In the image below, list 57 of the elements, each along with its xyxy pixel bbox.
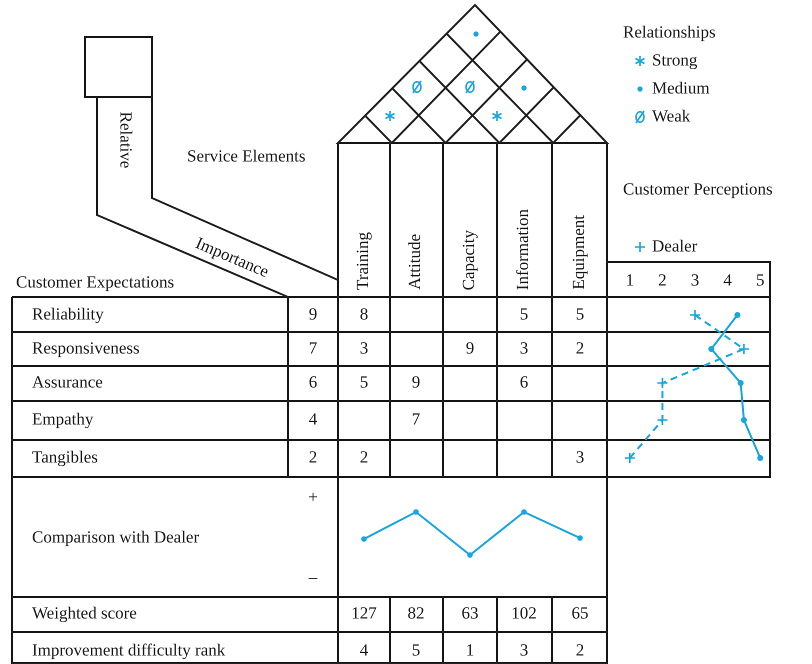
axis-tick-label: 1 bbox=[626, 272, 634, 290]
table-value: 2 bbox=[360, 448, 368, 468]
column-header: Information bbox=[514, 208, 533, 290]
score-value: 102 bbox=[511, 604, 537, 624]
row-label: Tangibles bbox=[32, 448, 98, 468]
importance-value: 2 bbox=[308, 448, 318, 468]
rank-value: 1 bbox=[466, 642, 474, 660]
scale-sign: – bbox=[308, 568, 318, 588]
legend-label: Medium bbox=[652, 80, 710, 98]
legend-label: Dealer bbox=[652, 238, 698, 256]
score-value: 65 bbox=[572, 604, 588, 624]
table-value: 3 bbox=[576, 448, 584, 468]
importance-value: 7 bbox=[308, 340, 318, 358]
legend-title: Relationships bbox=[623, 24, 716, 42]
rank-value: 3 bbox=[520, 642, 528, 660]
importance-value: 9 bbox=[308, 306, 318, 324]
row-label: Improvement difficulty rank bbox=[32, 642, 226, 660]
section-heading: Service Elements bbox=[187, 148, 306, 166]
table-value: 9 bbox=[466, 340, 474, 358]
table-value: 5 bbox=[360, 374, 368, 392]
axis-tick-label: 4 bbox=[723, 272, 732, 290]
axis-tick-label: 3 bbox=[690, 272, 700, 290]
table-value: 9 bbox=[412, 374, 420, 392]
row-label: Comparison with Dealer bbox=[32, 528, 200, 548]
column-header: Attitude bbox=[406, 234, 425, 290]
axis-tick-label: 2 bbox=[658, 272, 667, 290]
row-label: Reliability bbox=[32, 306, 104, 324]
legend-label: Weak bbox=[652, 108, 690, 126]
importance-value: 6 bbox=[308, 374, 318, 392]
score-value: 127 bbox=[351, 604, 377, 624]
table-value: 3 bbox=[360, 340, 368, 358]
table-value: 5 bbox=[520, 306, 528, 324]
legend-title: Customer Perceptions bbox=[623, 180, 773, 200]
table-value: 8 bbox=[360, 306, 368, 324]
table-value: 7 bbox=[412, 410, 420, 430]
rank-value: 2 bbox=[576, 642, 584, 660]
importance-value: 4 bbox=[308, 410, 318, 430]
table-value: 6 bbox=[520, 374, 528, 392]
row-label: Empathy bbox=[32, 410, 94, 430]
section-heading: Customer Expectations bbox=[16, 274, 174, 292]
table-value: 3 bbox=[520, 340, 528, 358]
legend-label: Strong bbox=[652, 52, 698, 70]
column-header: Training bbox=[354, 232, 373, 290]
table-value: 2 bbox=[576, 340, 584, 358]
axis-tick-label: 5 bbox=[756, 272, 764, 290]
row-label: Responsiveness bbox=[32, 340, 140, 358]
row-label: Weighted score bbox=[32, 604, 137, 624]
rank-value: 5 bbox=[412, 642, 420, 660]
score-value: 82 bbox=[408, 604, 424, 624]
table-value: 5 bbox=[576, 306, 584, 324]
column-header: Capacity bbox=[460, 230, 479, 290]
scale-sign: + bbox=[308, 488, 318, 508]
score-value: 63 bbox=[462, 604, 478, 624]
row-label: Assurance bbox=[32, 374, 103, 392]
axis-label: Relative bbox=[116, 112, 134, 168]
rank-value: 4 bbox=[360, 642, 368, 660]
column-header: Equipment bbox=[570, 215, 589, 290]
